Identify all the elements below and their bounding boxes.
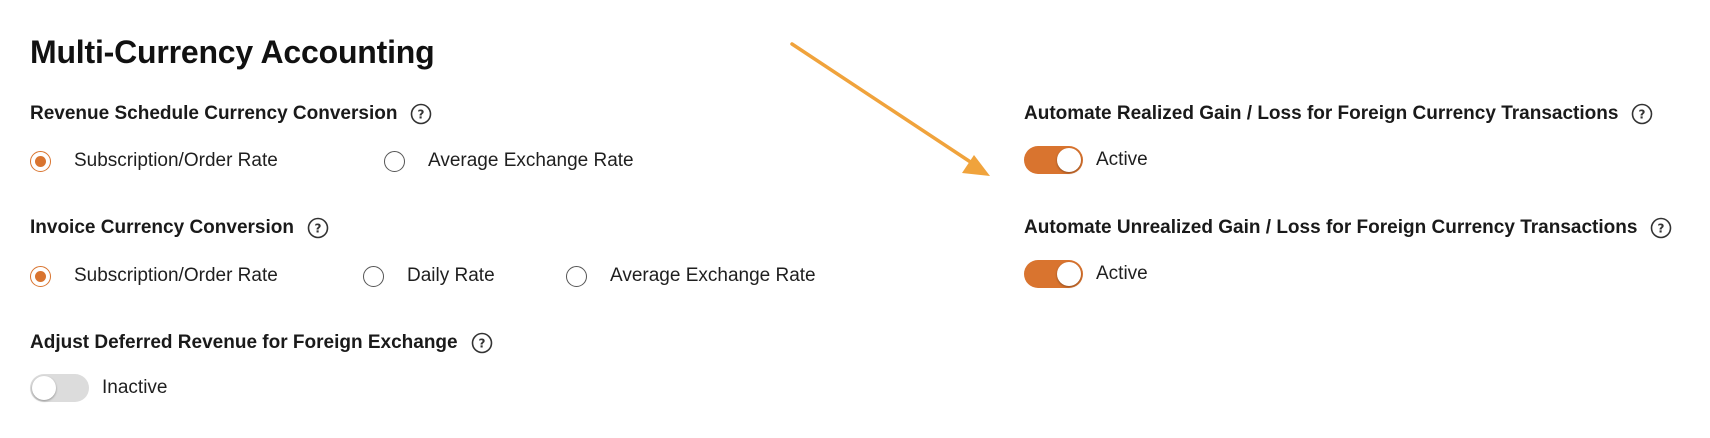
revenue-schedule-option-subscription-rate[interactable]: Subscription/Order Rate [30,150,278,172]
question-circle-icon[interactable]: ? [1631,103,1653,125]
unrealized-gain-loss-label-text: Automate Unrealized Gain / Loss for Fore… [1024,217,1638,238]
toggle-knob [1057,262,1081,286]
deferred-revenue-status: Inactive [102,377,168,398]
toggle-knob [1057,148,1081,172]
revenue-schedule-label: Revenue Schedule Currency Conversion ? [30,103,432,125]
invoice-conversion-label: Invoice Currency Conversion ? [30,217,329,239]
radio-option-label: Average Exchange Rate [428,150,634,171]
toggle-knob [32,376,56,400]
page-title: Multi-Currency Accounting [30,34,435,70]
invoice-option-daily-rate[interactable]: Daily Rate [363,265,495,287]
radio-button-selected[interactable] [30,265,51,287]
revenue-schedule-label-text: Revenue Schedule Currency Conversion [30,103,398,124]
svg-text:?: ? [314,222,321,236]
unrealized-gain-loss-toggle-row: Active [1024,260,1148,288]
invoice-conversion-label-text: Invoice Currency Conversion [30,217,294,238]
invoice-option-subscription-rate[interactable]: Subscription/Order Rate [30,265,278,287]
question-circle-icon[interactable]: ? [1650,217,1672,239]
radio-option-label: Daily Rate [407,265,495,286]
revenue-schedule-option-average-rate[interactable]: Average Exchange Rate [384,150,634,172]
deferred-revenue-toggle[interactable] [30,374,89,402]
radio-option-label: Subscription/Order Rate [74,150,278,171]
radio-option-label: Subscription/Order Rate [74,265,278,286]
realized-gain-loss-label-text: Automate Realized Gain / Loss for Foreig… [1024,103,1619,124]
radio-button-unselected[interactable] [384,150,405,172]
realized-gain-loss-toggle-row: Active [1024,146,1148,174]
invoice-option-average-rate[interactable]: Average Exchange Rate [566,265,816,287]
question-circle-icon[interactable]: ? [307,217,329,239]
question-circle-icon[interactable]: ? [410,103,432,125]
unrealized-gain-loss-label: Automate Unrealized Gain / Loss for Fore… [1024,217,1672,239]
radio-button-selected[interactable] [30,150,51,172]
svg-text:?: ? [478,337,485,351]
radio-button-unselected[interactable] [363,265,384,287]
svg-text:?: ? [1639,108,1646,122]
deferred-revenue-label-text: Adjust Deferred Revenue for Foreign Exch… [30,332,458,353]
unrealized-gain-loss-toggle[interactable] [1024,260,1083,288]
radio-option-label: Average Exchange Rate [610,265,816,286]
unrealized-gain-loss-status: Active [1096,263,1148,284]
radio-button-unselected[interactable] [566,265,587,287]
svg-text:?: ? [418,108,425,122]
realized-gain-loss-toggle[interactable] [1024,146,1083,174]
deferred-revenue-toggle-row: Inactive [30,374,167,402]
realized-gain-loss-status: Active [1096,149,1148,170]
svg-text:?: ? [1658,222,1665,236]
deferred-revenue-label: Adjust Deferred Revenue for Foreign Exch… [30,332,493,354]
realized-gain-loss-label: Automate Realized Gain / Loss for Foreig… [1024,103,1653,125]
question-circle-icon[interactable]: ? [471,332,493,354]
